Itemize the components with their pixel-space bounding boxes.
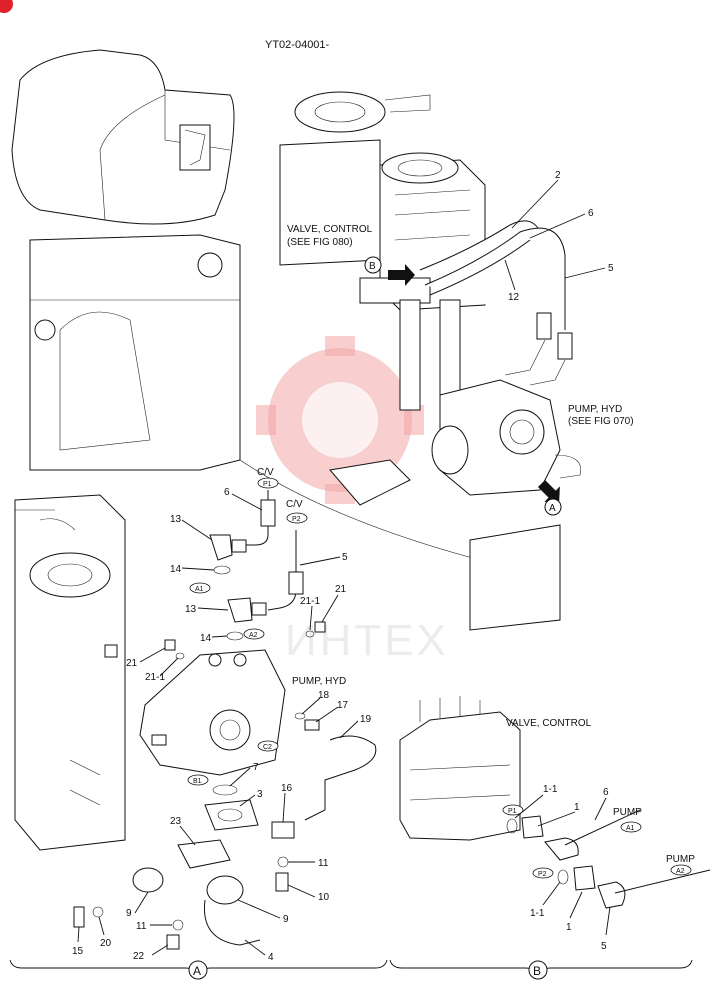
callout-a14b: 14 [200, 633, 212, 644]
view-b-marker: B [364, 256, 382, 274]
view-a-bracket: A [9, 959, 388, 980]
cv-label-2: C/V [286, 499, 303, 510]
callout-a21b: 21 [335, 584, 347, 595]
cv-label-1: C/V [257, 467, 274, 478]
callout-a21: 21 [126, 658, 138, 669]
view-a-marker: A [544, 498, 562, 516]
pump-hyd-ref-label: PUMP, HYD [568, 404, 622, 415]
view-a-label: A [193, 964, 201, 978]
callout-a21-1b: 21-1 [300, 596, 320, 607]
port-b1-badge: B1 [187, 774, 209, 786]
watermark-gear-icon [256, 336, 424, 504]
port-a1-label: A1 [195, 586, 204, 593]
top-assembly-drawing [11, 49, 582, 851]
port-c2-badge: C2 [257, 740, 279, 752]
port-b-a1-label: A1 [626, 825, 635, 832]
callout-a15: 15 [72, 946, 84, 957]
watermark-text: ИНТЕХ [285, 616, 449, 665]
doc-code: YT02-04001- [265, 39, 330, 51]
callout-a9b: 9 [283, 914, 289, 925]
callout-a21-1: 21-1 [145, 672, 165, 683]
callout-b6: 6 [603, 787, 609, 798]
callout-a22: 22 [133, 951, 145, 962]
callout-b1b: 1 [566, 922, 572, 933]
see-fig-080-label: (SEE FIG 080) [287, 237, 353, 248]
callout-a13b: 13 [185, 604, 197, 615]
port-b-p1-badge: P1 [502, 804, 524, 816]
callout-6: 6 [588, 208, 594, 219]
pump-hyd-label-a: PUMP, HYD [292, 676, 346, 687]
callout-a5: 5 [342, 552, 348, 563]
callout-a4: 4 [268, 952, 274, 963]
callout-a11: 11 [318, 858, 329, 869]
port-b-a2-badge: A2 [670, 864, 692, 876]
see-fig-070-label: (SEE FIG 070) [568, 416, 634, 427]
port-c2-label: C2 [263, 744, 272, 751]
callout-b1: 1 [574, 802, 580, 813]
port-b-a1-badge: A1 [620, 821, 642, 833]
callout-a14: 14 [170, 564, 182, 575]
port-p1-label: P1 [263, 481, 272, 488]
callout-b1-1b: 1-1 [530, 908, 545, 919]
port-a2-badge: A2 [243, 628, 265, 640]
port-b1-label: B1 [193, 778, 202, 785]
callout-b5: 5 [601, 941, 607, 952]
callout-a20: 20 [100, 938, 112, 949]
view-b-marker-letter: B [369, 261, 376, 272]
corner-badge [0, 0, 13, 13]
pump-label-1: PUMP [613, 807, 642, 818]
port-p2-badge: P2 [286, 512, 308, 524]
pump-label-2: PUMP [666, 854, 695, 865]
port-b-a2-label: A2 [676, 868, 685, 875]
callout-a17: 17 [337, 700, 349, 711]
port-p1-badge: P1 [257, 477, 279, 489]
callout-a3: 3 [257, 789, 263, 800]
callout-a19: 19 [360, 714, 372, 725]
callout-a18: 18 [318, 690, 330, 701]
callout-a7: 7 [253, 762, 259, 773]
port-b-p2-label: P2 [538, 871, 547, 878]
valve-control-label-b: VALVE, CONTROL [506, 718, 592, 729]
view-b-label: B [533, 964, 541, 978]
valve-control-ref-label: VALVE, CONTROL [287, 224, 373, 235]
callout-12: 12 [508, 292, 520, 303]
callout-a13: 13 [170, 514, 182, 525]
view-a-parts [73, 490, 377, 950]
callout-a16: 16 [281, 783, 293, 794]
callout-a23: 23 [170, 816, 182, 827]
callout-b1-1: 1-1 [543, 784, 558, 795]
callout-2: 2 [555, 170, 561, 181]
port-p2-label: P2 [292, 516, 301, 523]
port-a1-badge: A1 [189, 582, 211, 594]
callout-a6: 6 [224, 487, 230, 498]
port-a2-label: A2 [249, 632, 258, 639]
view-a-marker-letter: A [549, 503, 556, 514]
callout-a9: 9 [126, 908, 132, 919]
view-b-bracket: B [389, 959, 693, 980]
callout-a10: 10 [318, 892, 330, 903]
callout-5: 5 [608, 263, 614, 274]
port-b-p2-badge: P2 [532, 867, 554, 879]
port-b-p1-label: P1 [508, 808, 517, 815]
view-b-parts [399, 696, 711, 909]
callout-a11b: 11 [136, 921, 147, 932]
